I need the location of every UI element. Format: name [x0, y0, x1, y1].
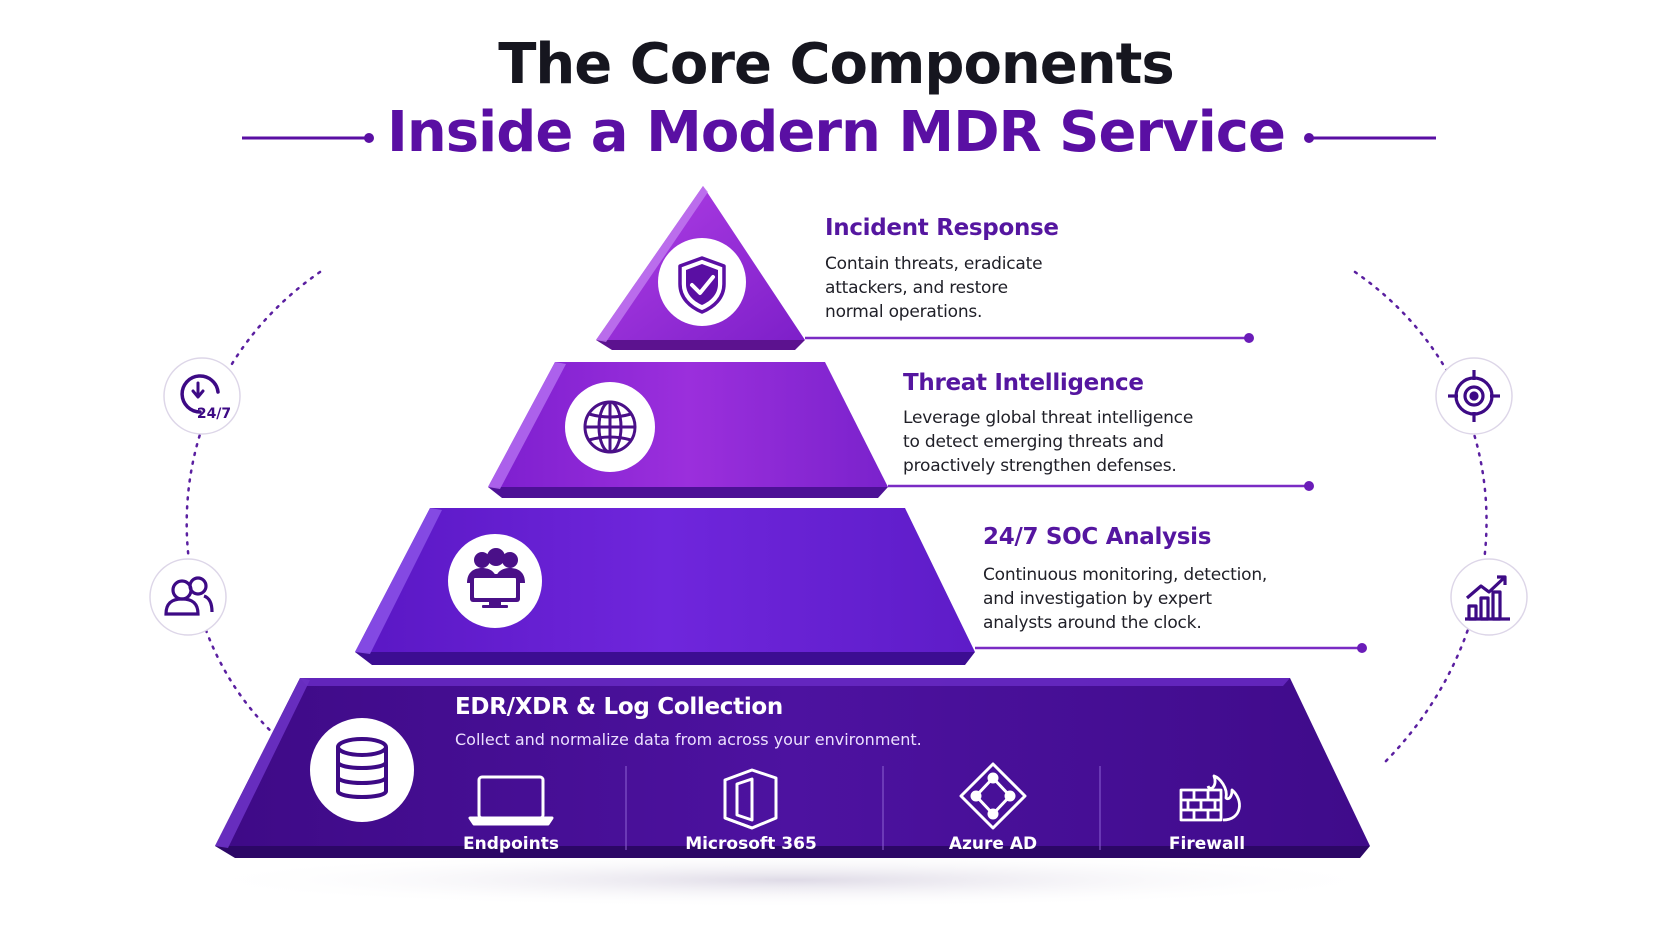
source-dividers [625, 766, 1101, 850]
description-line: Contain threats, eradicate [825, 254, 1043, 274]
connector-soc [975, 643, 1367, 653]
description-line: attackers, and restore [825, 278, 1008, 298]
description-line: Continuous monitoring, detection, [983, 565, 1268, 585]
office-icon [723, 768, 778, 830]
connector-threat [888, 481, 1314, 491]
threat-intelligence-title: Threat Intelligence [903, 370, 1144, 396]
right-dotted-arc [1353, 270, 1488, 764]
clock-247-icon: 24/7 [163, 357, 241, 435]
globe-icon [565, 382, 655, 472]
azure-ad-icon [959, 762, 1027, 830]
laptop-icon [468, 775, 554, 826]
source-label-firewall: Firewall [1168, 834, 1246, 854]
shield-check-icon [658, 238, 746, 326]
threat-intelligence-description: Leverage global threat intelligence to d… [903, 406, 1193, 478]
edr-xdr-title: EDR/XDR & Log Collection [455, 694, 783, 720]
description-line: proactively strengthen defenses. [903, 456, 1177, 476]
source-label-microsoft-365: Microsoft 365 [685, 834, 817, 854]
description-line: Leverage global threat intelligence [903, 408, 1194, 428]
source-label-azure-ad: Azure AD [948, 834, 1038, 854]
growth-chart-icon [1450, 558, 1528, 636]
left-dotted-arc [185, 270, 322, 740]
incident-response-title: Incident Response [825, 215, 1059, 241]
description-line: analysts around the clock. [983, 613, 1202, 633]
title-left-rule [242, 133, 374, 143]
database-icon [310, 718, 414, 822]
clock-247-text: 24/7 [197, 406, 231, 422]
users-icon [149, 558, 227, 636]
title-line-2: Inside a Modern MDR Service [387, 100, 1286, 165]
edr-xdr-description: Collect and normalize data from across y… [455, 730, 922, 749]
description-line: normal operations. [825, 302, 983, 322]
description-line: and investigation by expert [983, 589, 1212, 609]
tier-threat-intelligence [488, 362, 888, 498]
title-right-rule [1304, 133, 1436, 143]
source-label-endpoints: Endpoints [463, 834, 559, 854]
title-line-1: The Core Components [498, 32, 1175, 97]
target-icon [1435, 357, 1513, 435]
description-line: to detect emerging threats and [903, 432, 1164, 452]
tier-edr-xdr [215, 678, 1370, 858]
soc-analysis-title: 24/7 SOC Analysis [983, 524, 1212, 550]
incident-response-description: Contain threats, eradicate attackers, an… [825, 252, 1043, 324]
tier-soc-analysis [355, 508, 975, 665]
firewall-icon [1179, 774, 1241, 822]
analysts-monitor-icon [448, 534, 542, 628]
soc-analysis-description: Continuous monitoring, detection, and in… [983, 563, 1267, 635]
connector-incident [805, 333, 1254, 343]
